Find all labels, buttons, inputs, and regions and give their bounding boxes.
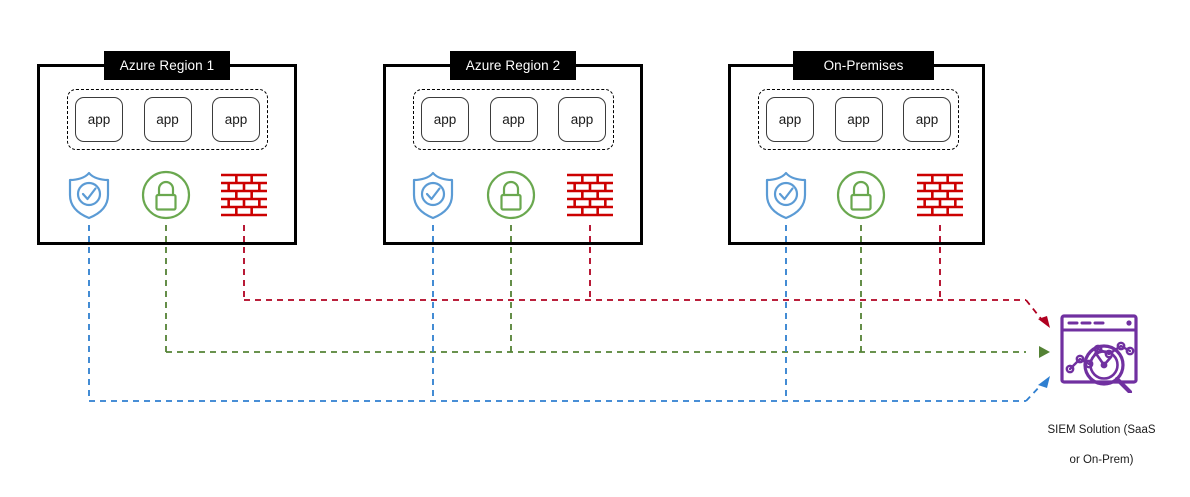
app-box[interactable]: app [558,97,606,142]
zone-title-label: Azure Region 2 [465,58,561,73]
identity-logs-arrowhead [1039,346,1050,358]
app-box[interactable]: app [421,97,469,142]
firewall-icon[interactable] [564,169,616,221]
zone-title-label: On-Premises [823,58,904,73]
app-box[interactable]: app [143,97,192,142]
lock-icon[interactable] [140,169,192,221]
app-box[interactable]: app [212,97,260,142]
siem-label-line-1: SIEM Solution (SaaS [1047,424,1156,436]
firewall-logs-arrowhead [1038,316,1050,328]
app-group-azure-region-1: app app app [67,89,268,150]
app-box[interactable]: app [489,97,538,142]
shield-check-icon[interactable] [63,169,115,221]
security-center-logs-arrowhead [1038,376,1050,388]
zone-title-on-premises: On-Premises [793,51,934,80]
siem-solution-label: SIEM Solution (SaaS or On-Prem) [1034,408,1169,483]
firewall-logs-elbow [1025,299,1043,321]
zone-title-azure-region-2: Azure Region 2 [450,51,576,80]
lock-icon[interactable] [835,169,887,221]
shield-check-icon[interactable] [407,169,459,221]
app-box[interactable]: app [766,97,814,142]
app-box[interactable]: app [903,97,951,142]
lock-icon[interactable] [485,169,537,221]
security-center-logs-elbow [1025,383,1043,402]
shield-check-icon[interactable] [760,169,812,221]
app-box[interactable]: app [834,97,883,142]
firewall-icon[interactable] [914,169,966,221]
siem-label-line-2: or On-Prem) [1069,454,1134,466]
firewall-icon[interactable] [218,169,270,221]
zone-title-azure-region-1: Azure Region 1 [104,51,230,80]
app-box[interactable]: app [75,97,123,142]
app-group-azure-region-2: app app app [413,89,614,150]
zone-title-label: Azure Region 1 [119,58,215,73]
app-group-on-premises: app app app [758,89,959,150]
siem-solution-icon[interactable] [1059,313,1139,395]
